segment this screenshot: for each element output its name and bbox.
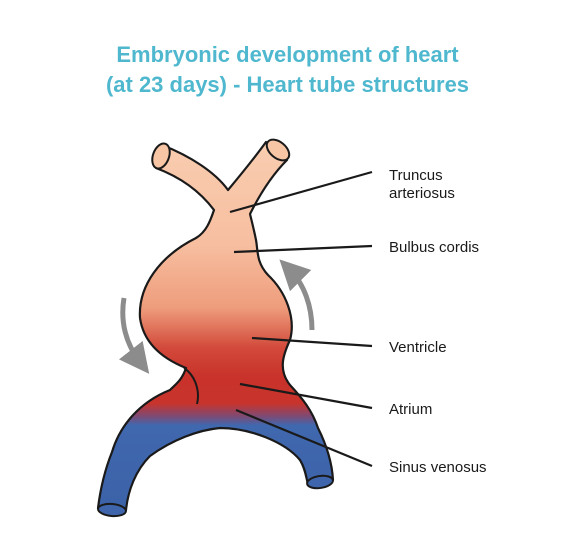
left-vein-opening xyxy=(97,502,127,518)
label-atrium: Atrium xyxy=(389,401,432,418)
right-flow-arrow xyxy=(279,259,315,331)
ventricle-leader xyxy=(251,336,373,348)
truncus-leader xyxy=(229,170,373,214)
label-truncus-line1: Truncus xyxy=(389,167,443,184)
sinus-leader xyxy=(235,408,373,468)
title-line-1: Embryonic development of heart xyxy=(116,42,459,67)
heart-tube-body xyxy=(96,140,335,512)
atrium-fold xyxy=(183,367,199,405)
diagram-title: Embryonic development of heart (at 23 da… xyxy=(0,40,575,100)
right-artery-opening xyxy=(265,138,291,162)
right-vein-opening xyxy=(306,474,334,490)
left-artery-opening xyxy=(151,142,171,170)
label-truncus-line2: arteriosus xyxy=(389,185,455,202)
atrium-leader xyxy=(239,382,373,410)
bulbus-leader xyxy=(233,244,373,254)
left-flow-arrow xyxy=(118,297,150,374)
label-sinus: Sinus venosus xyxy=(389,459,487,476)
label-ventricle: Ventricle xyxy=(389,339,447,356)
title-line-2: (at 23 days) - Heart tube structures xyxy=(105,72,470,97)
label-bulbus: Bulbus cordis xyxy=(389,239,479,256)
